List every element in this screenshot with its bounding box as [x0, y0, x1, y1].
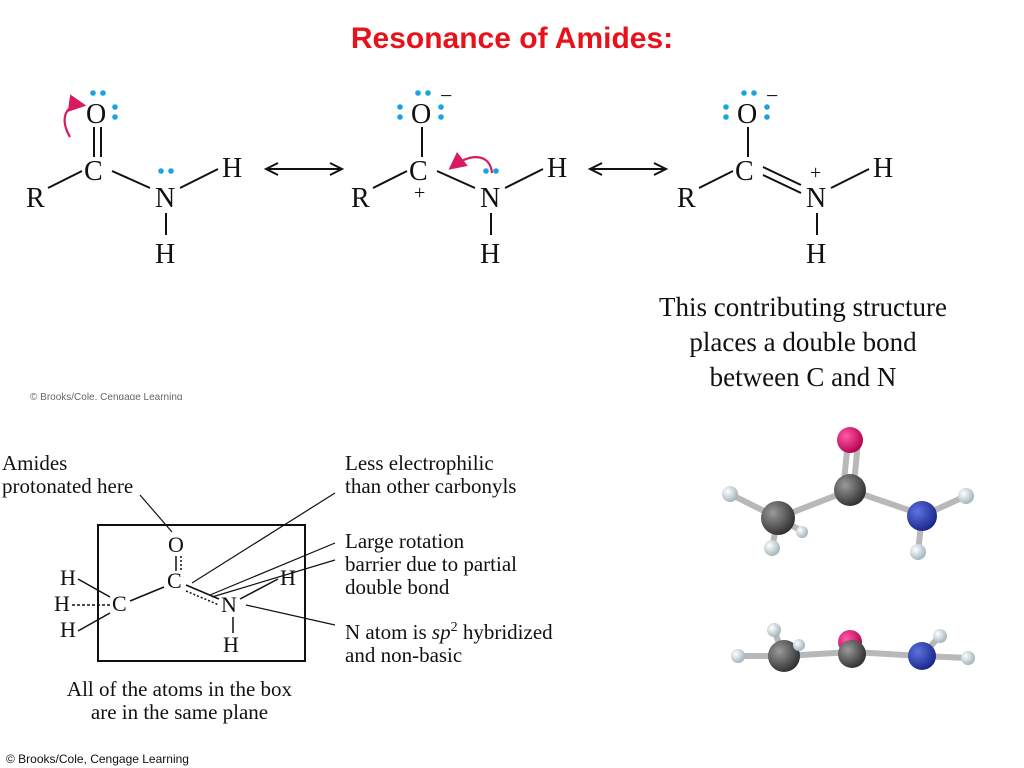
- copyright-bottom: © Brooks/Cole, Cengage Learning: [6, 752, 189, 766]
- atom-o: O: [737, 99, 757, 130]
- atom-r: R: [26, 183, 45, 214]
- molecular-models: [722, 427, 975, 672]
- plus-charge: +: [414, 182, 425, 204]
- ball-stick-model-bottom: [731, 623, 975, 672]
- atom-n: N: [806, 183, 826, 214]
- atom-h: H: [547, 153, 567, 184]
- atom-o: O: [86, 99, 106, 130]
- annotation-less-electrophilic: Less electrophilic than other carbonyls: [345, 451, 517, 498]
- atom-h: H: [222, 153, 242, 184]
- electron-arrow: [448, 151, 494, 174]
- resonance-arrow: [263, 162, 345, 176]
- atom-h: H: [280, 565, 296, 590]
- atom-c: C: [735, 156, 754, 187]
- atom-c: C: [409, 156, 428, 187]
- annotation-sp2-hybridized: N atom is sp2 hybridized and non-basic: [345, 620, 553, 667]
- page-title: Resonance of Amides:: [350, 22, 674, 55]
- atom-h: H: [223, 632, 239, 657]
- atom-h: H: [60, 617, 76, 642]
- ball-stick-model-top: [722, 427, 974, 560]
- atom-h: H: [155, 239, 175, 270]
- annotation-protonated: Amides protonated here: [2, 451, 134, 498]
- planar-amide-diagram: O C C N H H H H H: [54, 492, 336, 662]
- lone-pair: [397, 90, 499, 174]
- atom-n: N: [480, 183, 500, 214]
- atom-n: N: [155, 183, 175, 214]
- contributing-structure-note: This contributing structure places a dou…: [659, 292, 947, 392]
- atom-o: O: [411, 99, 431, 130]
- atom-r: R: [351, 183, 370, 214]
- atom-h: H: [806, 239, 826, 270]
- copyright-top: © Brooks/Cole, Cengage Learning: [30, 392, 183, 400]
- resonance-structure-1: O C N H H R: [26, 90, 242, 270]
- resonance-structure-2: O C N H H R − +: [351, 83, 567, 270]
- resonance-structures: O C N H H R O C N H H R − +: [26, 83, 893, 270]
- plane-box: [97, 524, 306, 662]
- atom-h: H: [60, 565, 76, 590]
- plus-charge: +: [810, 162, 821, 184]
- electron-arrow: [63, 94, 87, 138]
- atom-h: H: [54, 591, 70, 616]
- atom-r: R: [677, 183, 696, 214]
- minus-charge: −: [440, 83, 452, 108]
- annotation-rotation-barrier: Large rotation barrier due to partial do…: [345, 529, 517, 599]
- resonance-arrow: [587, 162, 669, 176]
- atom-c: C: [84, 156, 103, 187]
- atom-c: C: [167, 568, 182, 593]
- atom-o: O: [168, 532, 184, 557]
- annotation-same-plane: All of the atoms in the box are in the s…: [66, 677, 293, 724]
- leader-lines: [139, 492, 336, 626]
- resonance-structure-3: O C N H H R − +: [677, 83, 893, 270]
- atom-h: H: [480, 239, 500, 270]
- atom-c: C: [112, 591, 127, 616]
- atom-n: N: [221, 592, 237, 617]
- lone-pair: [90, 90, 174, 174]
- atom-h: H: [873, 153, 893, 184]
- lone-pair: [723, 90, 770, 120]
- minus-charge: −: [766, 83, 778, 108]
